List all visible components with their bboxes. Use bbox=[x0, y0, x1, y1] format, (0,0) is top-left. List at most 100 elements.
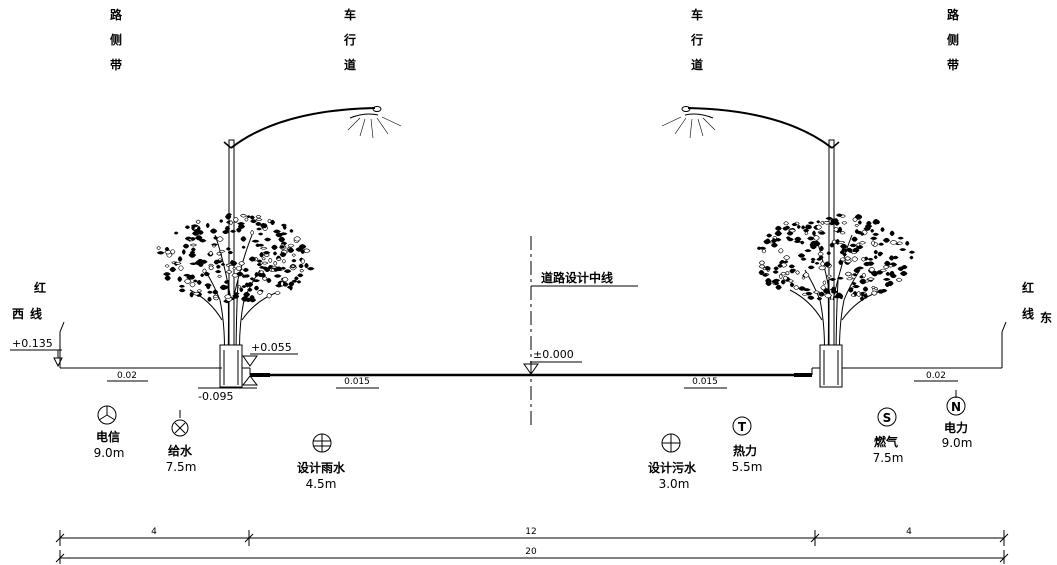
leaf-cluster bbox=[262, 250, 271, 255]
leaf-cluster bbox=[232, 267, 237, 270]
label-char: 带 bbox=[947, 57, 959, 72]
leaf-cluster bbox=[190, 224, 199, 228]
leaf-cluster bbox=[278, 236, 286, 243]
leaf-cluster bbox=[784, 260, 789, 264]
leaf-cluster bbox=[798, 286, 806, 291]
leaf-cluster bbox=[241, 296, 249, 302]
elevation-curb-top: +0.055 bbox=[242, 341, 298, 367]
leaf-cluster bbox=[273, 261, 278, 266]
label-char: 行 bbox=[343, 32, 356, 47]
leaf-cluster bbox=[852, 217, 858, 222]
utility-distance: 3.0m bbox=[659, 477, 690, 491]
leaf-cluster bbox=[818, 231, 826, 235]
leaf-cluster bbox=[777, 263, 783, 268]
leaf-cluster bbox=[190, 247, 196, 252]
leaf-cluster bbox=[885, 271, 891, 276]
leaf-cluster bbox=[216, 236, 224, 242]
leaf-cluster bbox=[800, 257, 807, 261]
leaf-cluster bbox=[867, 257, 874, 261]
leaf-cluster bbox=[291, 253, 296, 257]
leaf-cluster bbox=[854, 214, 863, 220]
leaf-cluster bbox=[775, 238, 782, 242]
red-line-east: 红 线 东 bbox=[1022, 280, 1052, 325]
slope-value: 0.015 bbox=[344, 377, 370, 387]
leaf-cluster bbox=[196, 279, 202, 285]
red-line-west: 红 西 线 bbox=[12, 280, 46, 321]
red-line-char: 线 bbox=[1022, 306, 1034, 321]
leaf-cluster bbox=[164, 275, 171, 281]
leaf-cluster bbox=[246, 215, 251, 218]
leaf-cluster bbox=[849, 243, 857, 248]
leaf-cluster bbox=[177, 256, 183, 262]
leaf-cluster bbox=[812, 235, 820, 241]
centerline-label: 道路设计中线 bbox=[541, 270, 613, 285]
leaf-cluster bbox=[216, 251, 222, 256]
leaf-cluster bbox=[860, 292, 865, 297]
leaf-cluster bbox=[796, 224, 801, 229]
leaf-cluster bbox=[783, 221, 789, 226]
leaf-cluster bbox=[803, 228, 810, 233]
leaf-cluster bbox=[786, 237, 794, 242]
leaf-cluster bbox=[174, 261, 182, 265]
leaf-cluster bbox=[261, 257, 266, 261]
leaf-cluster bbox=[872, 232, 879, 237]
leaf-cluster bbox=[837, 226, 843, 233]
leaf-cluster bbox=[259, 246, 268, 250]
leaf-cluster bbox=[794, 236, 802, 242]
leaf-cluster bbox=[850, 251, 858, 255]
leaf-cluster bbox=[758, 246, 767, 250]
leaf-cluster bbox=[212, 244, 216, 248]
water-icon bbox=[171, 419, 189, 437]
leaf-cluster bbox=[287, 247, 295, 253]
leaf-cluster bbox=[842, 252, 847, 257]
leaf-cluster bbox=[256, 290, 263, 295]
leaf-cluster bbox=[279, 245, 285, 249]
leaf-cluster bbox=[252, 279, 261, 283]
leaf-cluster bbox=[797, 253, 806, 258]
leaf-cluster bbox=[787, 279, 794, 283]
utility-water: 给水 7.5m bbox=[166, 410, 196, 474]
leaf-cluster bbox=[877, 251, 884, 256]
leaf-cluster bbox=[270, 219, 276, 226]
leaf-cluster bbox=[224, 280, 229, 284]
leaf-cluster bbox=[247, 282, 254, 287]
leaf-cluster bbox=[852, 284, 860, 289]
leaf-cluster bbox=[225, 214, 232, 220]
leaf-cluster bbox=[837, 240, 846, 244]
red-line-char: 西 bbox=[12, 307, 24, 321]
label-right-carriageway: 车 行 道 bbox=[690, 7, 703, 72]
street-light-left bbox=[223, 106, 402, 366]
leaf-cluster bbox=[785, 271, 790, 276]
leaf-cluster bbox=[857, 220, 862, 225]
leaf-cluster bbox=[304, 263, 309, 269]
leaf-cluster bbox=[773, 266, 779, 271]
leaf-cluster bbox=[300, 258, 306, 264]
leaf-cluster bbox=[783, 255, 791, 260]
leaf-cluster bbox=[758, 260, 765, 266]
tree-canopy bbox=[156, 212, 315, 304]
leaf-cluster bbox=[255, 215, 262, 219]
leaf-cluster bbox=[271, 244, 278, 250]
utility-name: 设计污水 bbox=[648, 460, 697, 475]
utility-distance: 9.0m bbox=[94, 446, 125, 460]
leaf-cluster bbox=[812, 230, 816, 236]
leaf-cluster bbox=[198, 238, 207, 243]
utility-distance: 5.5m bbox=[732, 460, 763, 474]
label-char: 车 bbox=[691, 7, 703, 22]
label-left-sidewalk: 路 侧 带 bbox=[110, 7, 123, 72]
leaf-cluster bbox=[163, 272, 171, 276]
leaf-cluster bbox=[866, 277, 875, 281]
leaf-cluster bbox=[239, 287, 244, 293]
leaf-cluster bbox=[858, 241, 867, 245]
leaf-cluster bbox=[771, 279, 778, 284]
leaf-cluster bbox=[826, 274, 832, 278]
leaf-cluster bbox=[258, 232, 264, 236]
leaf-cluster bbox=[194, 260, 202, 266]
leaf-cluster bbox=[836, 276, 844, 280]
leaf-cluster bbox=[765, 278, 772, 284]
leaf-cluster bbox=[771, 238, 777, 244]
leaf-cluster bbox=[229, 220, 233, 225]
leaf-cluster bbox=[196, 289, 203, 293]
leaf-cluster bbox=[264, 237, 272, 242]
leaf-cluster bbox=[248, 256, 257, 262]
